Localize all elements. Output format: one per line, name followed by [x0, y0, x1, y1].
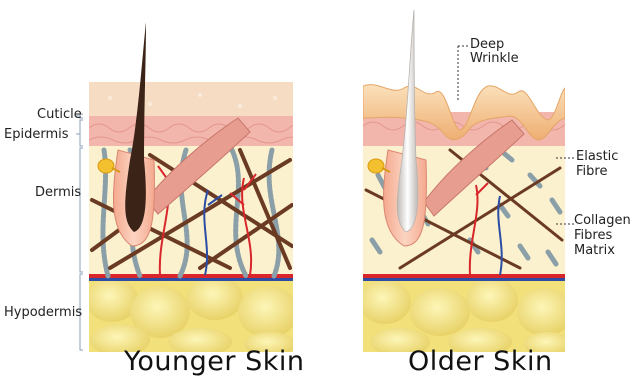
cuticle-layer-young [89, 82, 293, 116]
callout-elastic-2: Fibre [576, 165, 607, 179]
callout-deep-wrinkle-1: Deep [470, 38, 504, 52]
label-dermis: Dermis [35, 186, 81, 200]
sebaceous-gland-old [368, 159, 384, 173]
callout-collagen-3: Matrix [574, 244, 615, 258]
label-hypodermis: Hypodermis [4, 306, 82, 320]
epidermis-layer-young [89, 116, 293, 146]
callout-elastic-1: Elastic [576, 150, 618, 164]
label-cuticle: Cuticle [37, 108, 82, 122]
younger-skin-block [86, 22, 309, 356]
callout-collagen-1: Collagen [574, 214, 631, 228]
caption-older-skin: Older Skin [408, 346, 553, 377]
callout-collagen-2: Fibres [574, 229, 612, 243]
blood-vessel-line-blue [89, 278, 293, 281]
label-epidermis: Epidermis [4, 128, 69, 142]
callout-deep-wrinkle-2: Wrinkle [470, 52, 519, 66]
blood-vessel-line-red [89, 274, 293, 278]
caption-younger-skin: Younger Skin [124, 346, 304, 377]
sebaceous-gland-young [98, 159, 114, 173]
